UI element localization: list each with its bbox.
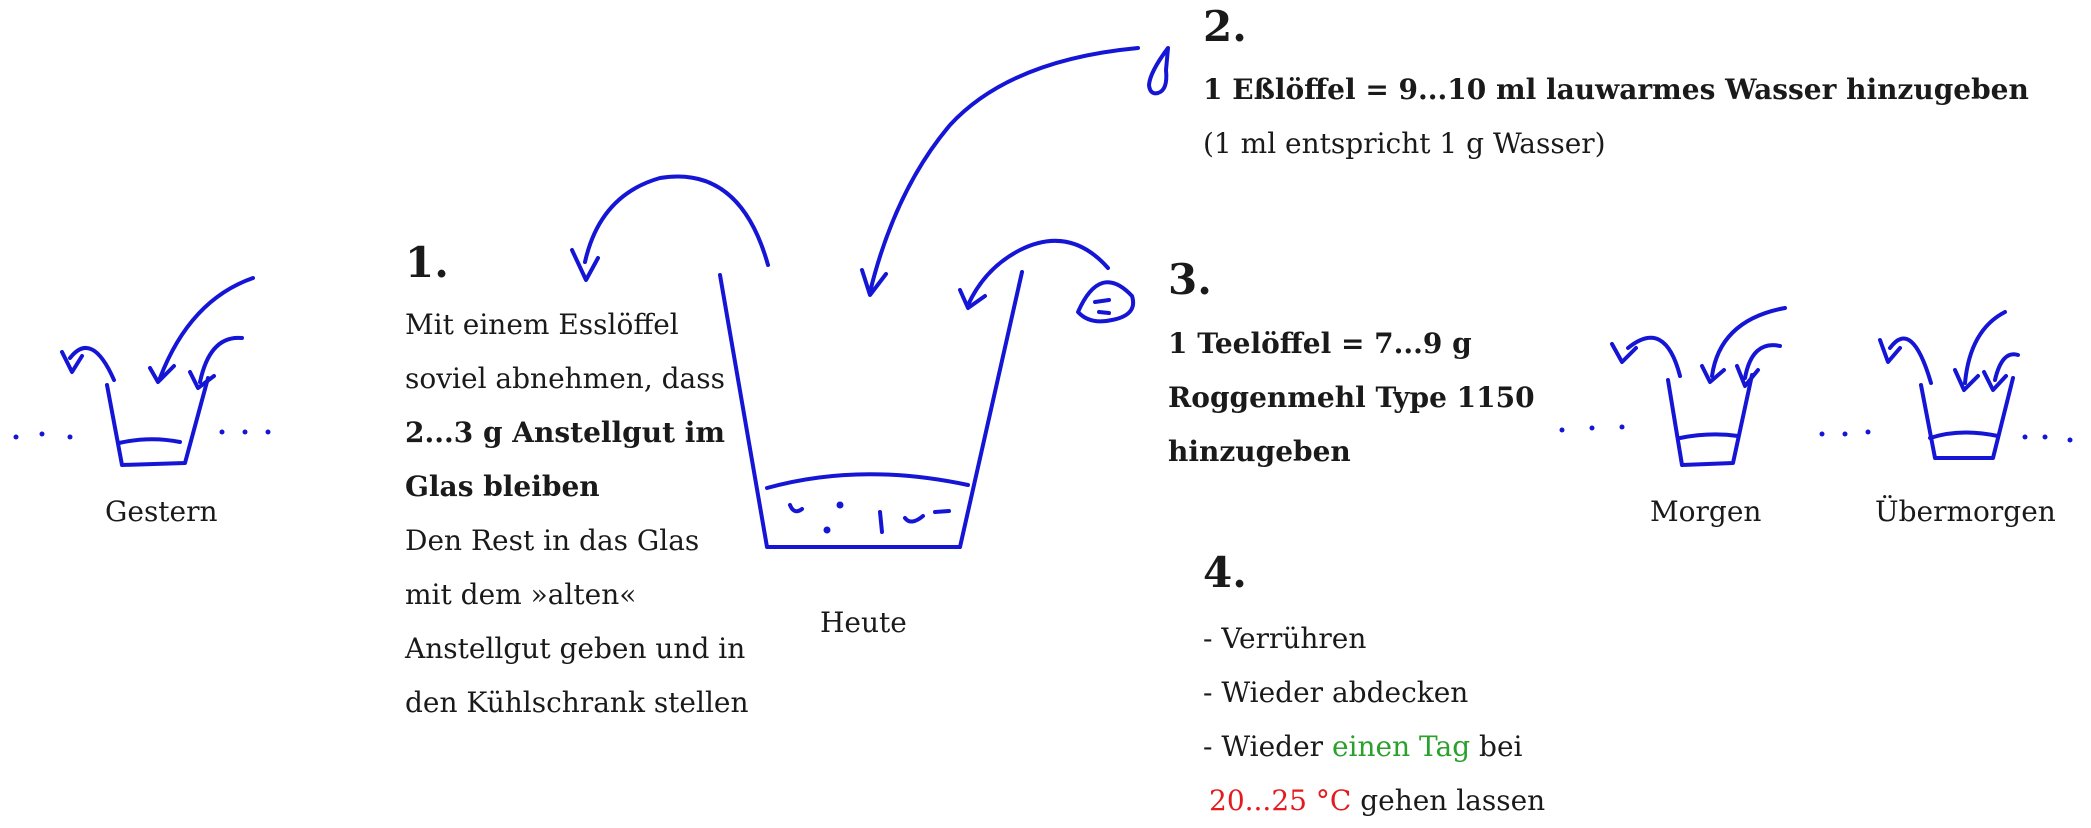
step1-bold: Glas bleiben	[405, 470, 600, 503]
step1-line: Anstellgut geben und in	[405, 632, 746, 665]
label-today: Heute	[820, 606, 907, 639]
label-tomorrow: Morgen	[1650, 495, 1762, 528]
step4-text-part: bei	[1470, 730, 1523, 763]
step1-line: mit dem »alten«	[405, 578, 637, 611]
step2-note: (1 ml entspricht 1 g Wasser)	[1203, 127, 1606, 160]
step1-text: Mit einem Esslöffel soviel abnehmen, das…	[405, 298, 749, 730]
jar-today	[570, 46, 1170, 549]
step3-bold: 1 Teelöffel = 7...9 g	[1168, 327, 1472, 360]
step2-bold: 1 Eßlöffel = 9...10 ml lauwarmes Wasser …	[1203, 73, 2029, 106]
step4-highlight-temperature: 20...25 °C	[1209, 784, 1352, 817]
step4-item: - Verrühren	[1203, 622, 1367, 655]
step2-number: 2.	[1203, 2, 1247, 51]
label-yesterday: Gestern	[105, 495, 218, 528]
step3-line: 1 Teelöffel = 7...9 g	[1168, 317, 1535, 371]
step4-number: 4.	[1203, 548, 1247, 597]
step3-line: hinzugeben	[1168, 425, 1535, 479]
step4-text-part: - Wieder	[1203, 730, 1332, 763]
step1-line: den Kühlschrank stellen	[405, 686, 749, 719]
step4-text: - Verrühren - Wieder abdecken - Wieder e…	[1203, 612, 1545, 828]
step2-text: 1 Eßlöffel = 9...10 ml lauwarmes Wasser …	[1203, 63, 2029, 171]
step4-item: 20...25 °C gehen lassen	[1203, 774, 1545, 828]
step3-line: Roggenmehl Type 1150	[1168, 371, 1535, 425]
step2-line: 1 Eßlöffel = 9...10 ml lauwarmes Wasser …	[1203, 63, 2029, 117]
step3-number: 3.	[1168, 255, 1212, 304]
step3-text: 1 Teelöffel = 7...9 g Roggenmehl Type 11…	[1168, 317, 1535, 479]
step4-item: - Wieder einen Tag bei	[1203, 720, 1545, 774]
step1-number: 1.	[405, 238, 449, 287]
step4-text-part: gehen lassen	[1351, 784, 1546, 817]
jar-tomorrow	[1559, 306, 1871, 467]
jar-yesterday	[13, 276, 271, 467]
step1-line: Den Rest in das Glas	[405, 524, 700, 557]
step1-line: Glas bleiben	[405, 460, 749, 514]
step3-bold: hinzugeben	[1168, 435, 1351, 468]
step3-bold: Roggenmehl Type 1150	[1168, 381, 1535, 414]
label-day-after: Übermorgen	[1875, 495, 2056, 528]
jar-day-after	[1878, 310, 2073, 460]
step1-line: soviel abnehmen, dass	[405, 362, 725, 395]
step1-line: 2...3 g Anstellgut im	[405, 406, 749, 460]
step1-line: Mit einem Esslöffel	[405, 308, 679, 341]
step4-item: - Wieder abdecken	[1203, 676, 1469, 709]
step4-highlight-duration: einen Tag	[1331, 730, 1471, 763]
step1-bold: 2...3 g Anstellgut im	[405, 416, 726, 449]
